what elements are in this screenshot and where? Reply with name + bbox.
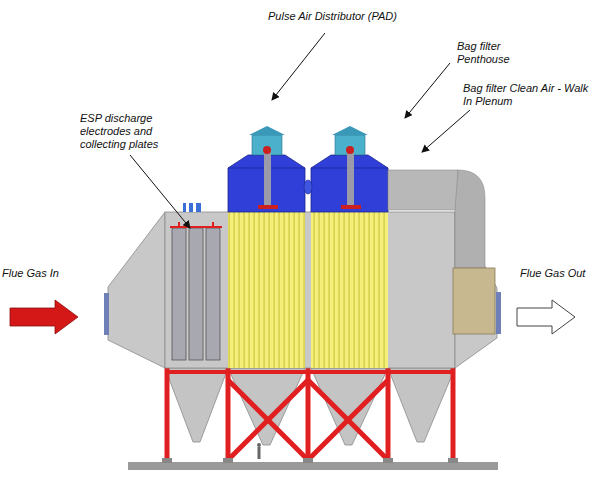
- support-legs: [167, 368, 453, 462]
- callout-label: Bag filter Clean Air - Walk In Plenum: [463, 82, 591, 108]
- plenums: [228, 155, 388, 212]
- callout-label: Bag filter Penthouse: [457, 40, 519, 66]
- ground-slab: [128, 462, 498, 470]
- casing: [165, 212, 455, 368]
- inlet-flange: [104, 293, 109, 335]
- callout-label: Flue Gas In: [2, 267, 82, 280]
- callout-label: ESP discharge electrodes and collecting …: [80, 112, 174, 151]
- callout-label: Flue Gas Out: [520, 267, 594, 280]
- esp-plates: [170, 203, 222, 360]
- filter-bags: [311, 212, 388, 368]
- filter-bags: [228, 212, 305, 368]
- leg-feet: [162, 458, 458, 463]
- person: [257, 443, 261, 459]
- outlet-flange: [496, 292, 501, 334]
- pulse-air-distributors: [258, 146, 361, 209]
- callout-label: Pulse Air Distributor (PAD): [268, 10, 428, 23]
- leader-lines: [130, 33, 470, 228]
- outlet-arrow: [517, 300, 575, 334]
- outlet-duct: [388, 170, 495, 334]
- penthouses: [249, 126, 368, 155]
- inlet-transition: [108, 212, 165, 368]
- inlet-arrow: [10, 300, 78, 334]
